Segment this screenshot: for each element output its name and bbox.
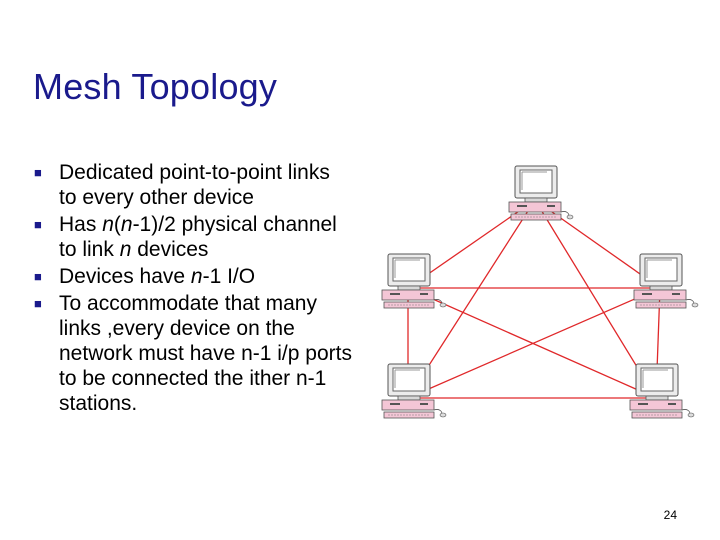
mesh-topology-diagram: [381, 165, 699, 419]
bullet-text-run: Has: [59, 213, 103, 236]
bullet-text-run: n: [102, 213, 114, 236]
bullet-text-run: n: [119, 238, 132, 261]
bullet-list: ■ Dedicated point-to-point links to every…: [32, 160, 352, 418]
bullet-item: ■ To accommodate that many links ,every d…: [32, 291, 352, 416]
bullet-text-run: -1)/2 physical channel to link: [59, 213, 337, 261]
computer-icon: [633, 253, 699, 309]
computer-icon: [381, 363, 447, 419]
bullet-text-run: To accommodate that many links ,every de…: [59, 292, 352, 415]
bullet-text-run: Dedicated point-to-point links to every …: [59, 161, 330, 209]
computer-icon: [508, 165, 574, 221]
mesh-link: [407, 287, 661, 399]
devices: [381, 165, 699, 419]
slide-title: Mesh Topology: [33, 66, 278, 107]
bullet-text-run: -1 I/O: [202, 265, 256, 288]
bullet-text-run: n: [190, 265, 203, 288]
bullet-text-run: n: [120, 213, 133, 236]
bullet-item: ■ Devices have n-1 I/O: [32, 264, 352, 289]
bullet-item: ■ Dedicated point-to-point links to every…: [32, 160, 352, 210]
square-bullet-icon: ■: [34, 165, 42, 180]
page-number: 24: [663, 508, 677, 522]
mesh-links: [407, 199, 661, 399]
bullet-item: ■ Has n(n-1)/2 physical channel to link n…: [32, 212, 352, 262]
square-bullet-icon: ■: [34, 269, 42, 284]
square-bullet-icon: ■: [34, 296, 42, 311]
bullet-text-run: devices: [131, 238, 209, 261]
bullet-text-run: (: [113, 213, 121, 236]
mesh-link: [407, 287, 657, 399]
square-bullet-icon: ■: [34, 217, 42, 232]
bullet-text-run: Devices have: [59, 265, 191, 288]
computer-icon: [629, 363, 695, 419]
